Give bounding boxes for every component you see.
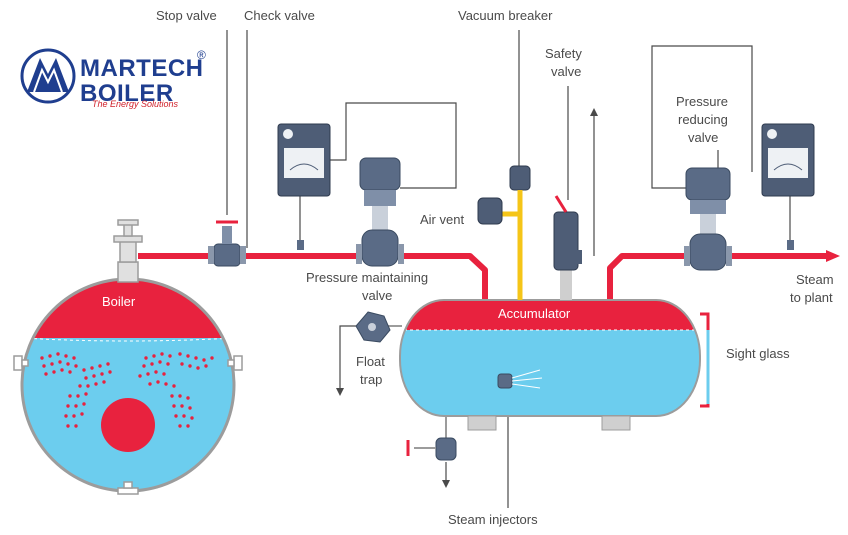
float-trap [355,311,402,343]
pressure-maintaining-label-line2: valve [362,288,392,303]
boiler-label: Boiler [102,294,136,309]
steam-injectors-label: Steam injectors [448,512,538,527]
air-vent-label: Air vent [420,212,464,227]
pressure-reducing-label-line3: valve [688,130,718,145]
pressure-reducing-label-line2: reducing [678,112,728,127]
boiler: Boiler [13,219,243,495]
pressure-maintaining-valve [356,157,404,267]
vacuum-breaker-label: Vacuum breaker [458,8,553,23]
float-trap-label-line1: Float [356,354,385,369]
logo-brand-line1: MARTECH [80,55,204,82]
stop-valve-label: Stop valve [156,8,217,23]
stop-valve [208,220,246,267]
logo-brand-line2: BOILER [80,80,174,107]
arrow-heads [336,108,598,488]
steam-to-plant-label-line1: Steam [796,272,834,287]
furnace-tube [101,398,155,452]
safety-valve-label-line2: valve [551,64,581,79]
accumulator: Accumulator [399,299,710,431]
boiler-tube-dots [40,352,214,428]
pressure-controller-left [277,123,331,250]
vacuum-breaker [509,165,531,191]
logo-registered-mark: ® [197,48,206,62]
float-trap-label-line2: trap [360,372,382,387]
safety-valve-label-line1: Safety [545,46,582,61]
drain-trap [406,416,457,461]
pressure-reducing-label-line1: Pressure [676,94,728,109]
steam-outlet-arrow [826,250,840,262]
accumulator-label: Accumulator [498,306,571,321]
steam-injector [497,369,543,389]
check-valve-label: Check valve [244,8,315,23]
steam-to-plant-label-line2: to plant [790,290,833,305]
sight-glass-label: Sight glass [726,346,790,361]
pressure-reducing-valve [684,167,732,271]
company-logo: MARTECH BOILER ® The Energy Solutions [20,48,206,109]
pressure-controller-right [761,123,815,250]
logo-tagline: The Energy Solutions [92,99,179,109]
pressure-maintaining-label-line1: Pressure maintaining [306,270,428,285]
air-vent [477,190,523,300]
safety-valve [553,195,582,300]
